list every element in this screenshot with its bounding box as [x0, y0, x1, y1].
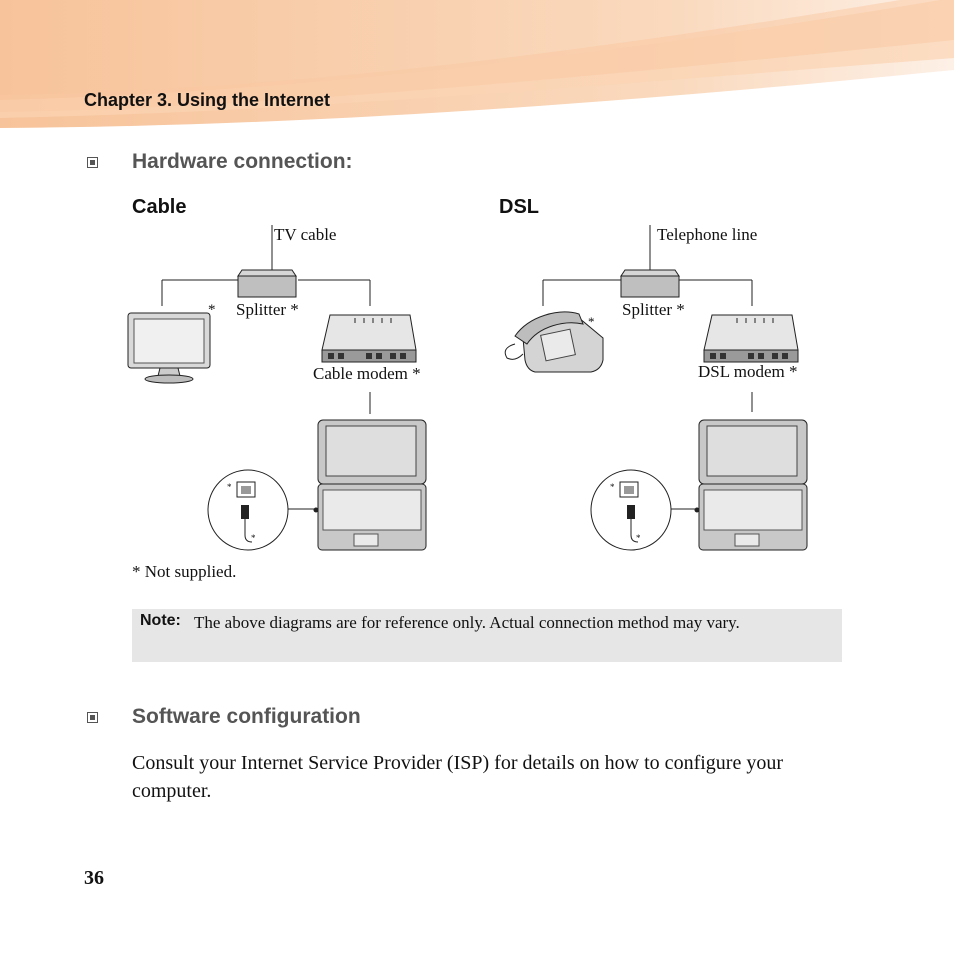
ethernet-port-icon — [590, 469, 672, 551]
plug-note-star: * — [251, 533, 256, 543]
port-note-star: * — [610, 482, 615, 492]
hardware-heading: Hardware connection: — [132, 150, 353, 173]
software-body: Consult your Internet Service Provider (… — [132, 752, 783, 802]
bullet-icon — [87, 157, 98, 168]
monitor-icon — [127, 312, 211, 384]
plug-note-star: * — [636, 533, 641, 543]
dsl-splitter-label: Splitter * — [622, 300, 685, 319]
port-note-star: * — [227, 482, 232, 492]
bullet-icon — [87, 712, 98, 723]
cable-modem-icon — [321, 314, 417, 363]
chapter-title: Chapter 3. Using the Internet — [84, 90, 331, 110]
cable-title: Cable — [132, 196, 187, 218]
software-heading: Software configuration — [132, 705, 361, 728]
netbook-icon — [694, 419, 808, 551]
netbook-icon — [313, 419, 427, 551]
dsl-title: DSL — [499, 196, 539, 218]
cable-splitter-label: Splitter * — [236, 300, 299, 319]
header-band — [0, 0, 954, 130]
splitter-icon — [237, 269, 297, 298]
dsl-diagram: * * * — [504, 225, 808, 551]
note-box — [132, 609, 842, 662]
footnote: * Not supplied. — [132, 562, 237, 581]
page-number: 36 — [84, 867, 104, 889]
splitter-icon — [620, 269, 680, 298]
cable-modem-label: Cable modem * — [313, 364, 421, 383]
phone-note-star: * — [588, 314, 595, 329]
dsl-modem-label: DSL modem * — [698, 362, 798, 381]
tv-cable-label: TV cable — [274, 225, 337, 244]
dsl-modem-icon — [703, 314, 799, 363]
note-text: The above diagrams are for reference onl… — [194, 613, 740, 632]
cable-diagram: * * * — [127, 225, 427, 551]
telephone-line-label: Telephone line — [657, 225, 758, 244]
ethernet-port-icon — [207, 469, 289, 551]
monitor-note-star: * — [208, 302, 216, 318]
telephone-icon — [504, 311, 604, 373]
note-label: Note: — [140, 612, 181, 629]
